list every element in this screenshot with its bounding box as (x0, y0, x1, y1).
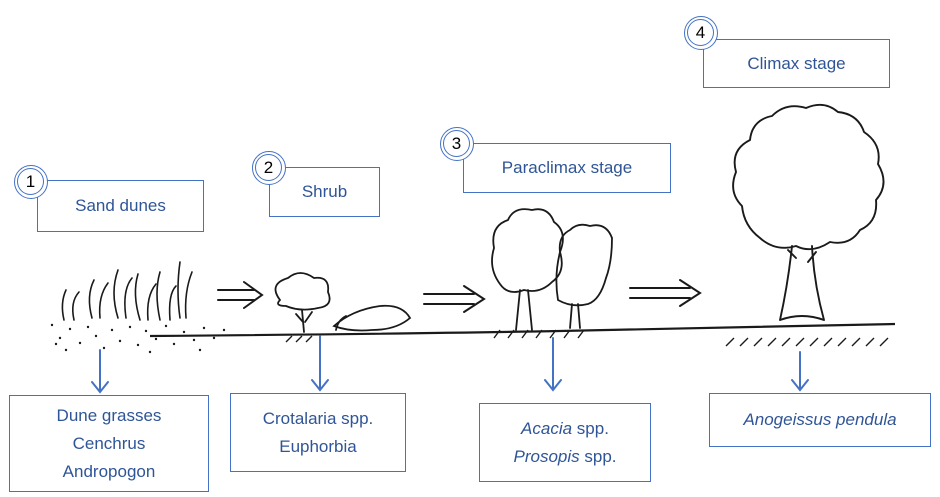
arrow-right-icon (424, 286, 484, 312)
stage-4-text: Climax stage (747, 54, 845, 74)
arrow-right-icon (630, 280, 700, 306)
stage-2-number: 2 (253, 152, 284, 183)
species-suffix: spp. (580, 447, 617, 466)
ground-hatch (286, 336, 312, 342)
stage-2-number-badge: 2 (252, 151, 286, 185)
arrow-down-icon (792, 352, 808, 390)
species-box-paraclimax: Acacia spp. Prosopis spp. (479, 403, 651, 482)
stage-3-text: Paraclimax stage (502, 158, 632, 178)
species-line: Euphorbia (279, 433, 357, 461)
species-line: Dune grasses (57, 402, 162, 430)
stage-3-number-badge: 3 (440, 127, 474, 161)
arrow-right-icon (218, 282, 262, 308)
species-line: Crotalaria spp. (263, 405, 374, 433)
species-line: Anogeissus pendula (743, 410, 896, 430)
stage-1-number-badge: 1 (14, 165, 48, 199)
species-suffix: spp. (572, 419, 609, 438)
climax-tree-sketch (733, 105, 883, 320)
species-genus: Prosopis (514, 447, 580, 466)
stage-1-number: 1 (15, 166, 46, 197)
species-genus: Anogeissus pendula (743, 410, 896, 429)
stage-2-text: Shrub (302, 182, 347, 202)
arrow-down-icon (312, 336, 328, 390)
stage-4-label: Climax stage (703, 39, 890, 88)
paraclimax-trees-sketch (492, 209, 612, 330)
species-box-sand-dunes: Dune grasses Cenchrus Andropogon (9, 395, 209, 492)
ground-line (150, 324, 895, 336)
grass-sketch (62, 262, 192, 320)
species-line: Andropogon (63, 458, 156, 486)
shrub-sketch (276, 273, 411, 332)
stage-1-text: Sand dunes (75, 196, 166, 216)
stage-3-label: Paraclimax stage (463, 143, 671, 193)
species-line: Cenchrus (73, 430, 146, 458)
stage-4-number: 4 (685, 17, 716, 48)
stage-1-label: Sand dunes (37, 180, 204, 232)
species-box-climax: Anogeissus pendula (709, 393, 931, 447)
stage-3-number: 3 (441, 128, 472, 159)
species-box-shrub: Crotalaria spp. Euphorbia (230, 393, 406, 472)
species-line: Prosopis spp. (514, 443, 617, 471)
stage-4-number-badge: 4 (684, 16, 718, 50)
arrow-down-icon (545, 338, 561, 390)
species-genus: Acacia (521, 419, 572, 438)
stage-2-label: Shrub (269, 167, 380, 217)
sand-stipple (51, 324, 225, 353)
arrow-down-icon (92, 350, 108, 392)
species-line: Acacia spp. (521, 415, 609, 443)
ground-hatch (726, 338, 888, 346)
